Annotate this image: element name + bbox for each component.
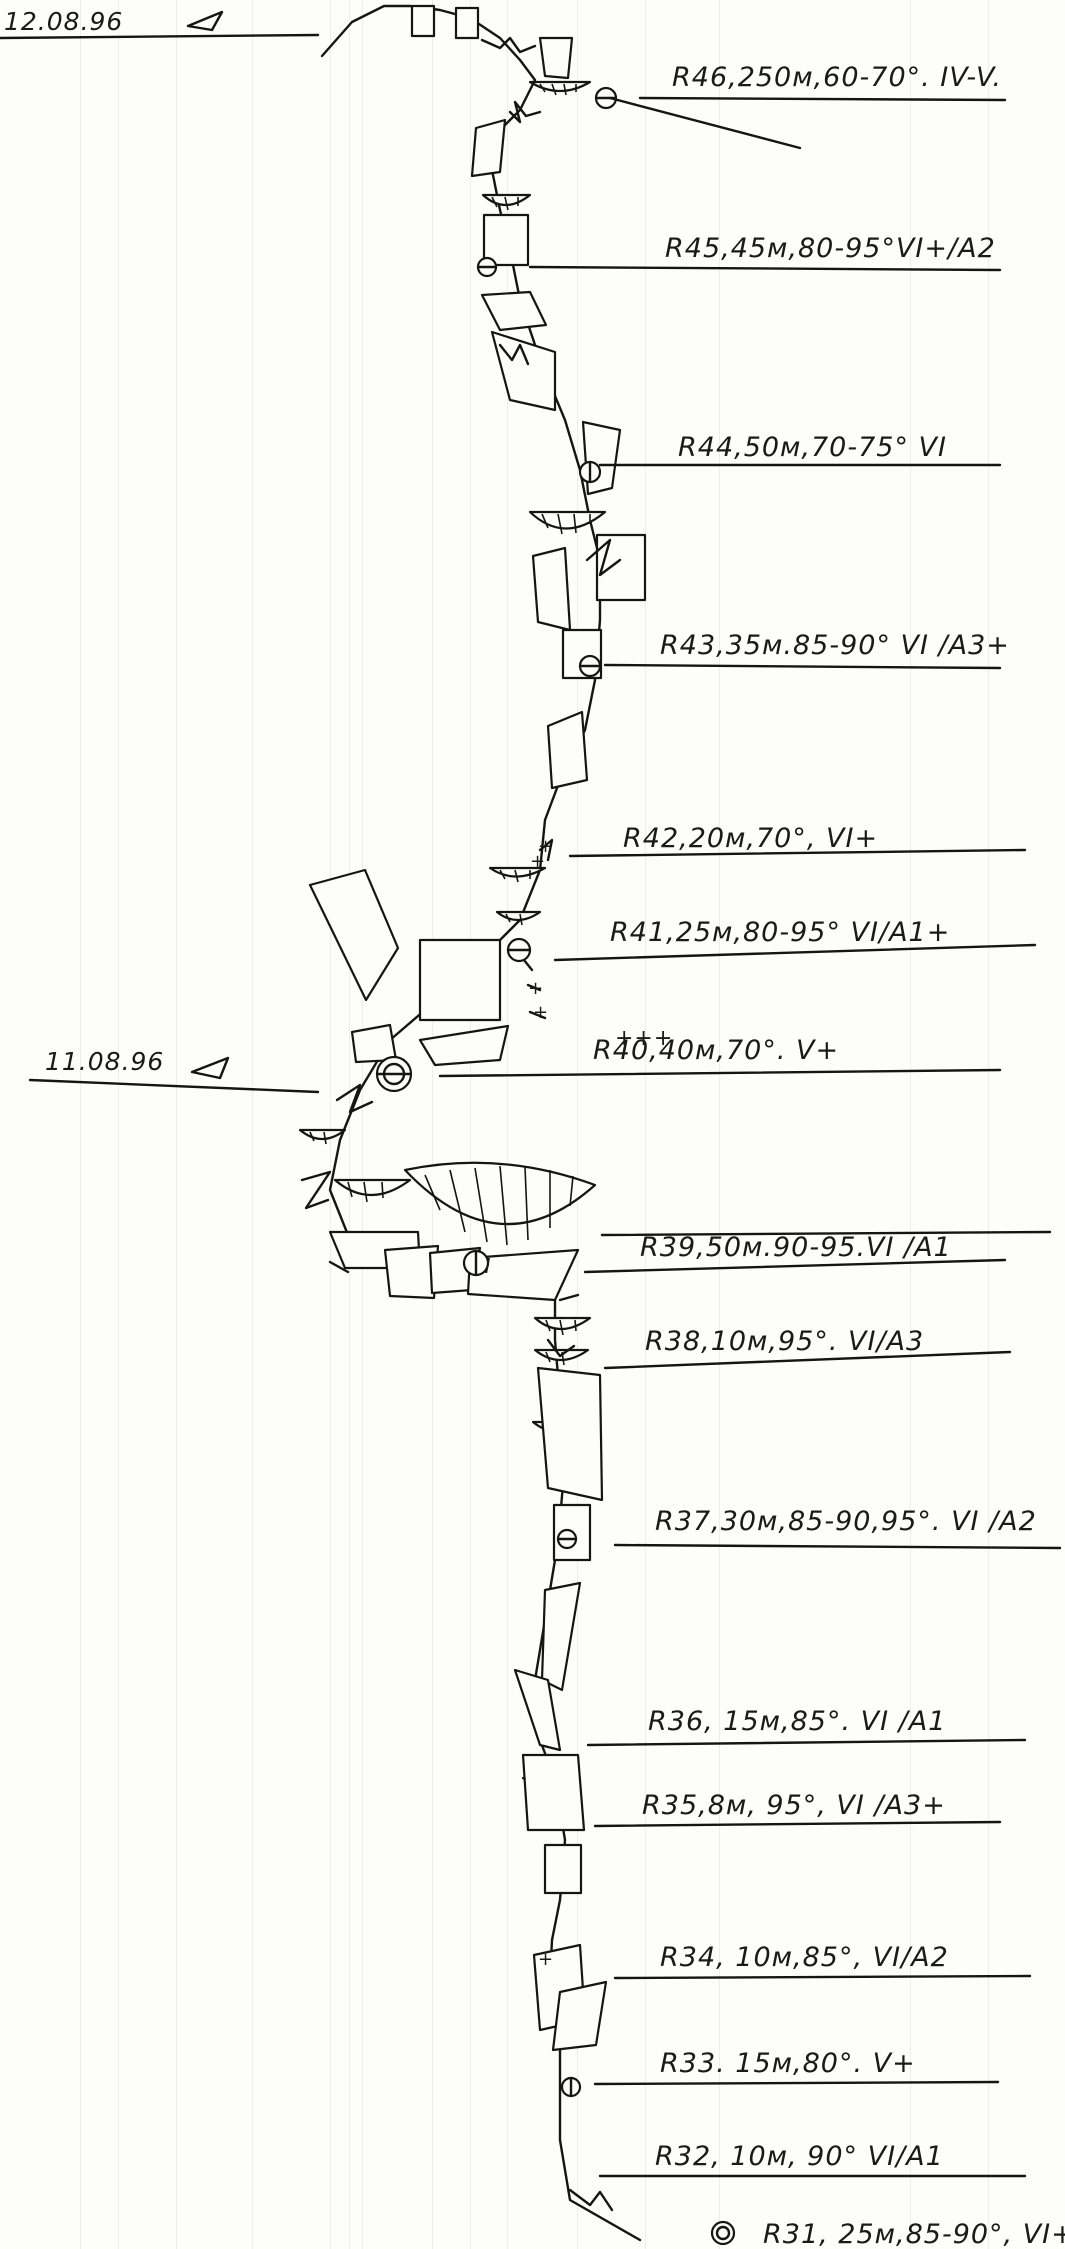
svg-text:+: + xyxy=(528,978,544,999)
pitch-label-r42: R42,20м,70°, VI+ xyxy=(623,823,878,854)
pitch-label-r40: R40,40м,70°. V+ xyxy=(593,1035,839,1066)
pitch-label-r33: R33. 15м,80°. V+ xyxy=(660,2048,916,2079)
pitch-label-r38: R38,10м,95°. VI/A3 xyxy=(645,1326,924,1357)
circle-bar-icon xyxy=(375,1055,413,1093)
pitch-leaders xyxy=(438,96,1062,2178)
hatched-semicircle-icon xyxy=(533,1316,592,1336)
date-label: 11.08.96 xyxy=(45,1047,164,1076)
svg-text:+: + xyxy=(530,851,546,872)
pitch-label-r46: R46,250м,60-70°. IV-V. xyxy=(672,62,1002,93)
pitch-label-r44: R44,50м,70-75° VI xyxy=(678,432,947,463)
pitch-label-r36: R36, 15м,85°. VI /A1 xyxy=(648,1706,946,1737)
pitch-label-r45: R45,45м,80-95°VI+/A2 xyxy=(665,233,996,264)
pitch-label-r32: R32, 10м, 90° VI/A1 xyxy=(655,2141,944,2172)
hatched-semicircle-icon xyxy=(533,1348,590,1366)
large-roof-overhang xyxy=(403,1161,597,1246)
pitch-label-r31: R31, 25м,85-90°, VI+ xyxy=(763,2219,1065,2249)
svg-text:+: + xyxy=(533,1002,549,1023)
triangle-flag-icon xyxy=(190,1056,230,1080)
hatched-semicircle-icon xyxy=(488,866,547,883)
svg-text:+: + xyxy=(538,836,554,857)
pitch-label-r39: R39,50м.90-95.VI /A1 xyxy=(640,1232,952,1263)
hatched-semicircle-icon xyxy=(495,910,542,926)
pitch-label-r41: R41,25м,80-95° VI/A1+ xyxy=(610,917,950,948)
date-label: 12.08.96 xyxy=(4,7,123,36)
circle-bar-icon xyxy=(476,256,498,278)
circle-bar-icon xyxy=(506,937,532,963)
hatched-semicircle-icon xyxy=(528,510,607,535)
bivouac-11-08: 11.08.96 xyxy=(28,1047,320,1094)
hatched-semicircle-icon xyxy=(481,193,532,211)
pitch-label-r35: R35,8м, 95°, VI /A3+ xyxy=(642,1790,946,1821)
circle-bar-icon xyxy=(556,1528,578,1550)
route-line xyxy=(320,4,642,2242)
bivouac-12-08: 12.08.96 xyxy=(0,7,320,40)
circle-bar-icon xyxy=(578,460,602,484)
svg-text:+: + xyxy=(538,1949,554,1970)
circle-bar-icon xyxy=(710,2220,736,2246)
circle-bar-icon xyxy=(462,1249,490,1277)
triangle-flag-icon xyxy=(186,10,224,32)
circle-bar-icon xyxy=(560,2076,582,2098)
hatched-semicircle-icon xyxy=(298,1128,347,1145)
pitch-label-r34: R34, 10м,85°, VI/A2 xyxy=(660,1942,949,1973)
pitch-label-r37: R37,30м,85-90,95°. VI /A2 xyxy=(655,1506,1037,1537)
circle-bar-icon xyxy=(594,86,618,110)
hatched-semicircle-icon xyxy=(528,80,592,96)
pitch-label-r43: R43,35м.85-90° VI /A3+ xyxy=(660,630,1010,661)
rock-slabs xyxy=(308,4,647,2052)
hatched-semicircle-icon xyxy=(333,1178,412,1203)
circle-bar-icon xyxy=(578,654,602,678)
svg-text:+++: +++ xyxy=(615,1026,673,1051)
crack-marks: +++ + + + + + VI xyxy=(300,36,673,2212)
